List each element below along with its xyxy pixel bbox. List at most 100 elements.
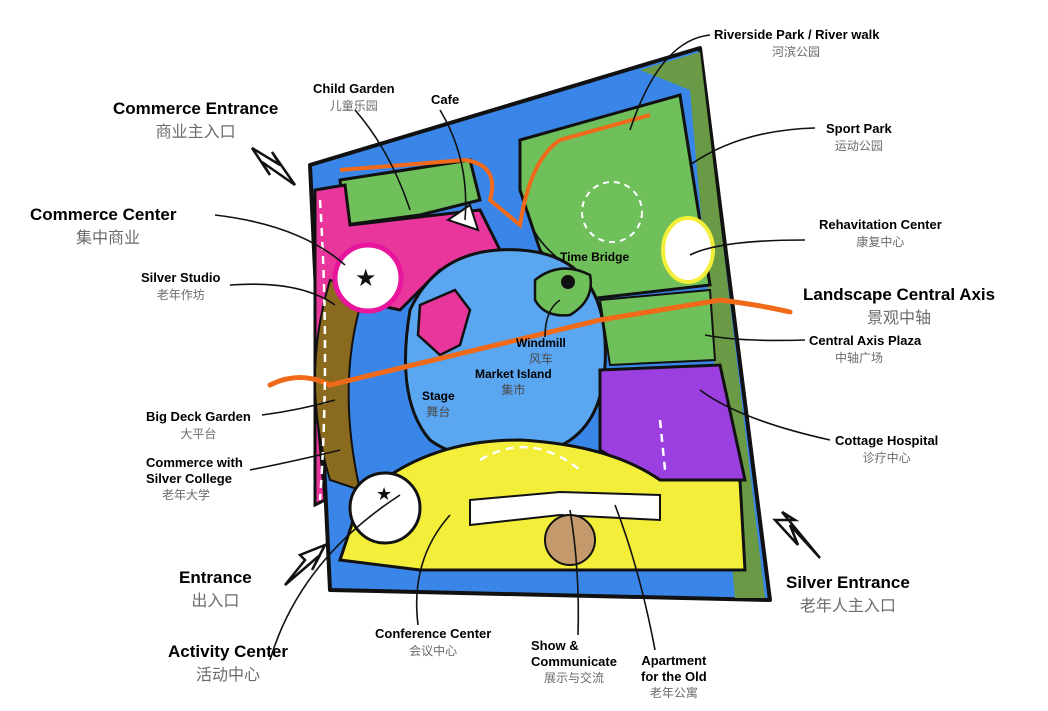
market-island-cn: 集市 — [501, 383, 526, 398]
leader-lines — [214, 34, 831, 661]
child-garden-cn: 儿童乐园 — [329, 98, 378, 113]
show-communicate-disc — [544, 514, 596, 566]
landscape-axis-line — [267, 297, 793, 388]
cafe-building — [445, 203, 480, 232]
apartment-strip — [469, 490, 661, 527]
child-garden-en: Child Garden — [313, 81, 395, 96]
leader-activity — [269, 494, 401, 661]
orange-walk-path — [339, 113, 651, 229]
label-landscape-central-axis: Landscape Central Axis 景观中轴 — [803, 285, 995, 328]
label-cottage-hospital: Cottage Hospital 诊疗中心 — [835, 433, 938, 465]
riverside-park-cn: 河滨公园 — [772, 44, 821, 59]
activity-center-cn: 活动中心 — [195, 665, 260, 685]
cottage-hospital-cn: 诊疗中心 — [862, 450, 911, 465]
silver-entrance-cn: 老年人主入口 — [799, 596, 896, 616]
cottage-hospital-en: Cottage Hospital — [835, 433, 939, 448]
label-stage: Stage 舞台 — [422, 389, 455, 420]
landscape-axis-cn: 景观中轴 — [867, 308, 932, 328]
apartment-en2: for the Old — [641, 668, 707, 684]
apartment-en1: Apartment — [641, 653, 707, 668]
commerce-center-star-icon: ★ — [355, 264, 377, 292]
big-deck-garden-cn: 大平台 — [180, 426, 217, 441]
rehavitation-center-cn: 康复中心 — [856, 234, 905, 249]
leader-silver-college — [249, 449, 341, 471]
label-child-garden: Child Garden 儿童乐园 — [313, 81, 395, 113]
leader-sport-park — [689, 127, 816, 166]
label-apartment: Apartment for the Old 老年公寓 — [641, 653, 707, 701]
label-windmill: Windmill 风车 — [516, 336, 566, 367]
leader-windmill — [544, 299, 561, 338]
show-communicate-en2: Communicate — [531, 653, 617, 669]
label-central-axis-plaza: Central Axis Plaza 中轴广场 — [809, 333, 921, 365]
silver-entrance-arrow — [772, 510, 821, 559]
central-axis-plaza-cn: 中轴广场 — [835, 350, 884, 365]
label-time-bridge: Time Bridge — [560, 250, 629, 264]
leader-big-deck — [261, 399, 336, 416]
silver-college-cn: 老年大学 — [162, 488, 211, 503]
label-rehavitation-center: Rehavitation Center 康复中心 — [819, 217, 942, 249]
sport-park-cn: 运动公园 — [834, 138, 883, 153]
silver-studio-en: Silver Studio — [141, 270, 221, 285]
entrance-en: Entrance — [179, 568, 252, 587]
time-bridge-en: Time Bridge — [560, 250, 630, 264]
leader-apartment — [614, 504, 656, 651]
dashed-circulation — [318, 199, 667, 501]
label-activity-center: Activity Center 活动中心 — [168, 642, 288, 685]
label-conference-center: Conference Center 会议中心 — [375, 626, 491, 658]
stage-en: Stage — [422, 389, 455, 403]
sport-park-ring — [581, 181, 643, 243]
commerce-center-cn: 集中商业 — [76, 228, 141, 248]
leader-riverside — [629, 34, 711, 131]
silver-studio-cn: 老年作坊 — [156, 287, 205, 302]
riverside-park-en: Riverside Park / River walk — [714, 27, 880, 42]
activity-center-disc — [348, 471, 422, 545]
leader-time-bridge — [529, 219, 561, 261]
windmill-marker — [561, 275, 575, 289]
landscape-axis-en: Landscape Central Axis — [803, 285, 996, 304]
stage-cn: 舞台 — [426, 405, 451, 420]
show-communicate-cn: 展示与交流 — [543, 671, 604, 686]
silver-entrance-en: Silver Entrance — [786, 573, 910, 592]
leader-central-axis — [704, 334, 806, 342]
leader-show — [569, 509, 580, 636]
windmill-island — [533, 267, 593, 317]
leader-commerce-center — [214, 214, 346, 266]
central-axis-plaza-en: Central Axis Plaza — [809, 333, 922, 348]
show-communicate-en1: Show & — [531, 638, 579, 653]
commerce-entrance-en: Commerce Entrance — [113, 99, 279, 118]
label-silver-entrance: Silver Entrance 老年人主入口 — [786, 573, 910, 616]
commerce-entrance-arrow — [250, 146, 297, 187]
market-island-en: Market Island — [475, 367, 552, 381]
sport-park-en: Sport Park — [826, 121, 892, 136]
apartment-cn: 老年公寓 — [649, 686, 698, 701]
windmill-en: Windmill — [516, 336, 566, 350]
commerce-center-en: Commerce Center — [30, 205, 177, 224]
label-riverside-park: Riverside Park / River walk 河滨公园 — [714, 27, 879, 59]
label-silver-studio: Silver Studio 老年作坊 — [141, 270, 220, 302]
label-market-island: Market Island 集市 — [475, 367, 552, 398]
central-axis-plaza-band — [598, 288, 717, 367]
windmill-cn: 风车 — [528, 352, 553, 367]
leader-cafe — [439, 109, 467, 221]
label-sport-park: Sport Park 运动公园 — [826, 121, 892, 153]
silver-college-en1: Commerce with — [146, 455, 243, 470]
market-island — [416, 288, 472, 357]
leader-cottage — [699, 389, 831, 441]
label-commerce-entrance: Commerce Entrance 商业主入口 — [113, 99, 278, 142]
leader-conference — [415, 514, 451, 626]
commerce-center-disc — [332, 242, 404, 314]
rehavitation-center-en: Rehavitation Center — [819, 217, 942, 232]
big-deck-garden-en: Big Deck Garden — [146, 409, 251, 424]
label-entrance: Entrance 出入口 — [179, 568, 252, 611]
activity-center-en: Activity Center — [168, 642, 288, 661]
leader-silver-studio — [229, 283, 336, 306]
label-show-communicate: Show & Communicate 展示与交流 — [531, 638, 617, 686]
leader-child-garden — [354, 109, 411, 211]
rehavitation-center-disc — [661, 216, 715, 284]
conference-center-en: Conference Center — [375, 626, 492, 641]
leader-rehav — [689, 239, 806, 256]
label-cafe: Cafe — [431, 92, 459, 108]
label-big-deck-garden: Big Deck Garden 大平台 — [146, 409, 251, 441]
